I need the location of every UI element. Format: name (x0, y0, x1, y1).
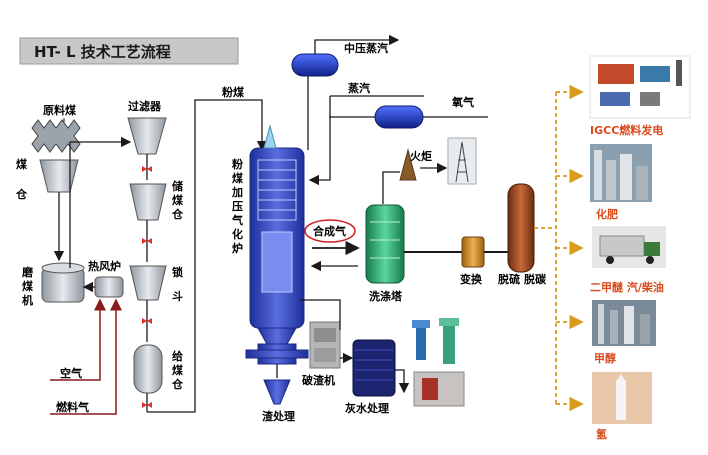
hydrogen-image (592, 372, 652, 424)
hot-air-furnace (94, 276, 124, 298)
feed-label-1: 煤 (172, 363, 184, 377)
storage-label-1: 煤 (172, 193, 184, 207)
igcc-image (589, 55, 691, 119)
methanol-image (592, 300, 656, 346)
oxygen-label: 氧气 (451, 95, 474, 109)
page-title: HT- L 技术工艺流程 (34, 43, 171, 61)
coal-bin-label-2: 仓 (15, 187, 28, 201)
steam-label: 蒸汽 (348, 81, 370, 95)
raw-coal-crusher (31, 119, 81, 153)
valve-4 (142, 402, 152, 408)
coal-mill (41, 262, 85, 303)
scrubber-label: 洗涤塔 (369, 289, 403, 303)
fuel-gas-label: 燃料气 (55, 400, 89, 414)
product-label-3: 甲醇 (594, 351, 616, 365)
desulfur-label: 脱硫 (498, 272, 520, 286)
pump-images (412, 318, 465, 407)
lock-hopper (129, 265, 167, 301)
flare-tower-image (447, 137, 477, 185)
title-banner: HT- L 技术工艺流程 (19, 37, 239, 65)
gasifier-label-0: 粉 (232, 157, 243, 171)
scrubber (365, 204, 405, 284)
feed-bin (133, 344, 163, 394)
filter-vessel (127, 117, 167, 155)
lock-label-0: 锁 (172, 265, 183, 279)
syngas-label: 合成气 (313, 224, 346, 238)
slag-lock (245, 343, 309, 365)
feed-label-2: 仓 (171, 377, 184, 391)
storage-label-2: 仓 (171, 207, 184, 221)
ash-water-label: 灰水处理 (345, 401, 389, 415)
feed-label-0: 给 (172, 349, 183, 363)
gasifier-label-4: 气 (231, 213, 243, 227)
air-label: 空气 (60, 366, 82, 380)
oxygen-drum (374, 105, 424, 129)
mill-label-0: 磨 (21, 265, 34, 279)
desulfur-column (507, 183, 535, 273)
mp-steam-label: 中压蒸汽 (344, 41, 388, 55)
pulverized-coal-label: 粉煤 (222, 85, 245, 99)
valve-2 (142, 238, 152, 244)
valve-1 (142, 166, 152, 172)
gasifier-label-5: 化 (232, 227, 243, 241)
gasifier (249, 124, 305, 347)
flare (399, 148, 417, 181)
raw-coal-label: 原料煤 (43, 103, 77, 117)
storage-bin (129, 183, 167, 221)
product-label-2: 二甲醚 汽/柴油 (590, 280, 664, 294)
slag-treatment-label: 渣处理 (262, 409, 295, 423)
filter-label: 过滤器 (128, 99, 162, 113)
storage-label-0: 储 (172, 179, 183, 193)
truck-image (592, 226, 666, 268)
ash-water-tank (352, 339, 396, 397)
gasifier-label-1: 煤 (232, 171, 244, 185)
shift-reactor (461, 236, 485, 268)
product-label-1: 化肥 (596, 207, 618, 221)
crusher-image (309, 321, 341, 369)
coal-bin-label-1: 煤 (16, 157, 28, 171)
coal-bin (39, 159, 79, 193)
syngas-badge (304, 219, 356, 243)
hot-air-furnace-label: 热风炉 (88, 259, 121, 273)
valve-3 (142, 318, 152, 324)
flare-label: 火炬 (410, 150, 432, 163)
mill-label-1: 煤 (22, 279, 34, 293)
product-label-4: 氢 (596, 427, 607, 441)
product-label-0: IGCC燃料发电 (590, 123, 663, 137)
decarbon-label: 脱碳 (524, 272, 547, 286)
lock-label-1: 斗 (172, 290, 183, 303)
shift-label: 变换 (460, 272, 483, 286)
mill-label-2: 机 (22, 293, 33, 307)
gasifier-label-6: 炉 (232, 241, 243, 255)
steam-drum (291, 53, 339, 77)
gasifier-label-2: 加 (231, 185, 243, 199)
fertilizer-image (590, 144, 652, 202)
crusher-label: 破渣机 (302, 373, 335, 387)
slag-hopper (263, 379, 291, 405)
gasifier-label-3: 压 (232, 199, 243, 213)
